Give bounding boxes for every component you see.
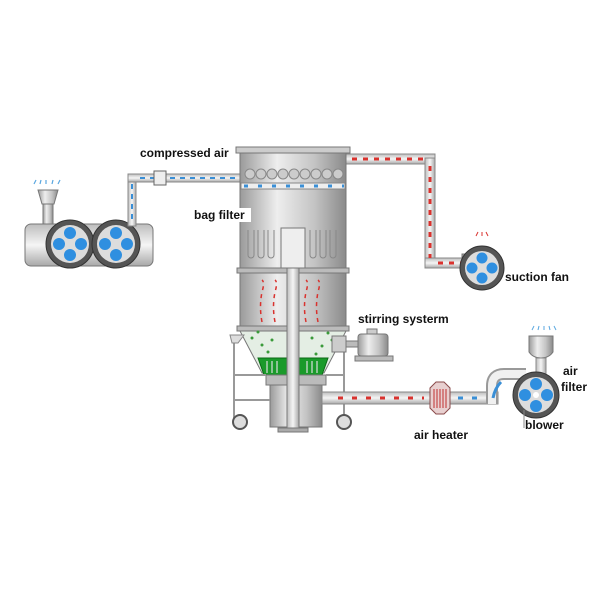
label-bag-filter: bag filter (190, 208, 251, 222)
suction-fan-icon (459, 231, 505, 291)
wheel-icon (336, 414, 352, 430)
label-blower: blower (525, 418, 564, 432)
exhaust-pipe (344, 153, 471, 269)
compressor-fan-icon (91, 219, 141, 269)
compressor-unit (24, 179, 154, 269)
label-stirring-system: stirring systerm (358, 312, 449, 326)
label-suction-fan: suction fan (505, 270, 570, 284)
blower-icon (512, 371, 560, 428)
wheel-icon (232, 414, 248, 430)
label-filter: filter (561, 380, 588, 394)
inlet-air-pipe (321, 368, 526, 405)
stirring-motor-icon (331, 328, 394, 362)
compressor-fan-icon (45, 219, 95, 269)
label-air-heater: air heater (414, 428, 469, 442)
compressed-air-pipe (127, 170, 247, 227)
air-heater-icon (429, 381, 451, 415)
label-compressed-air: compressed air (140, 146, 229, 160)
label-air: air (563, 364, 578, 378)
dryer-tower (229, 146, 352, 433)
air-filter-icon (528, 325, 557, 377)
